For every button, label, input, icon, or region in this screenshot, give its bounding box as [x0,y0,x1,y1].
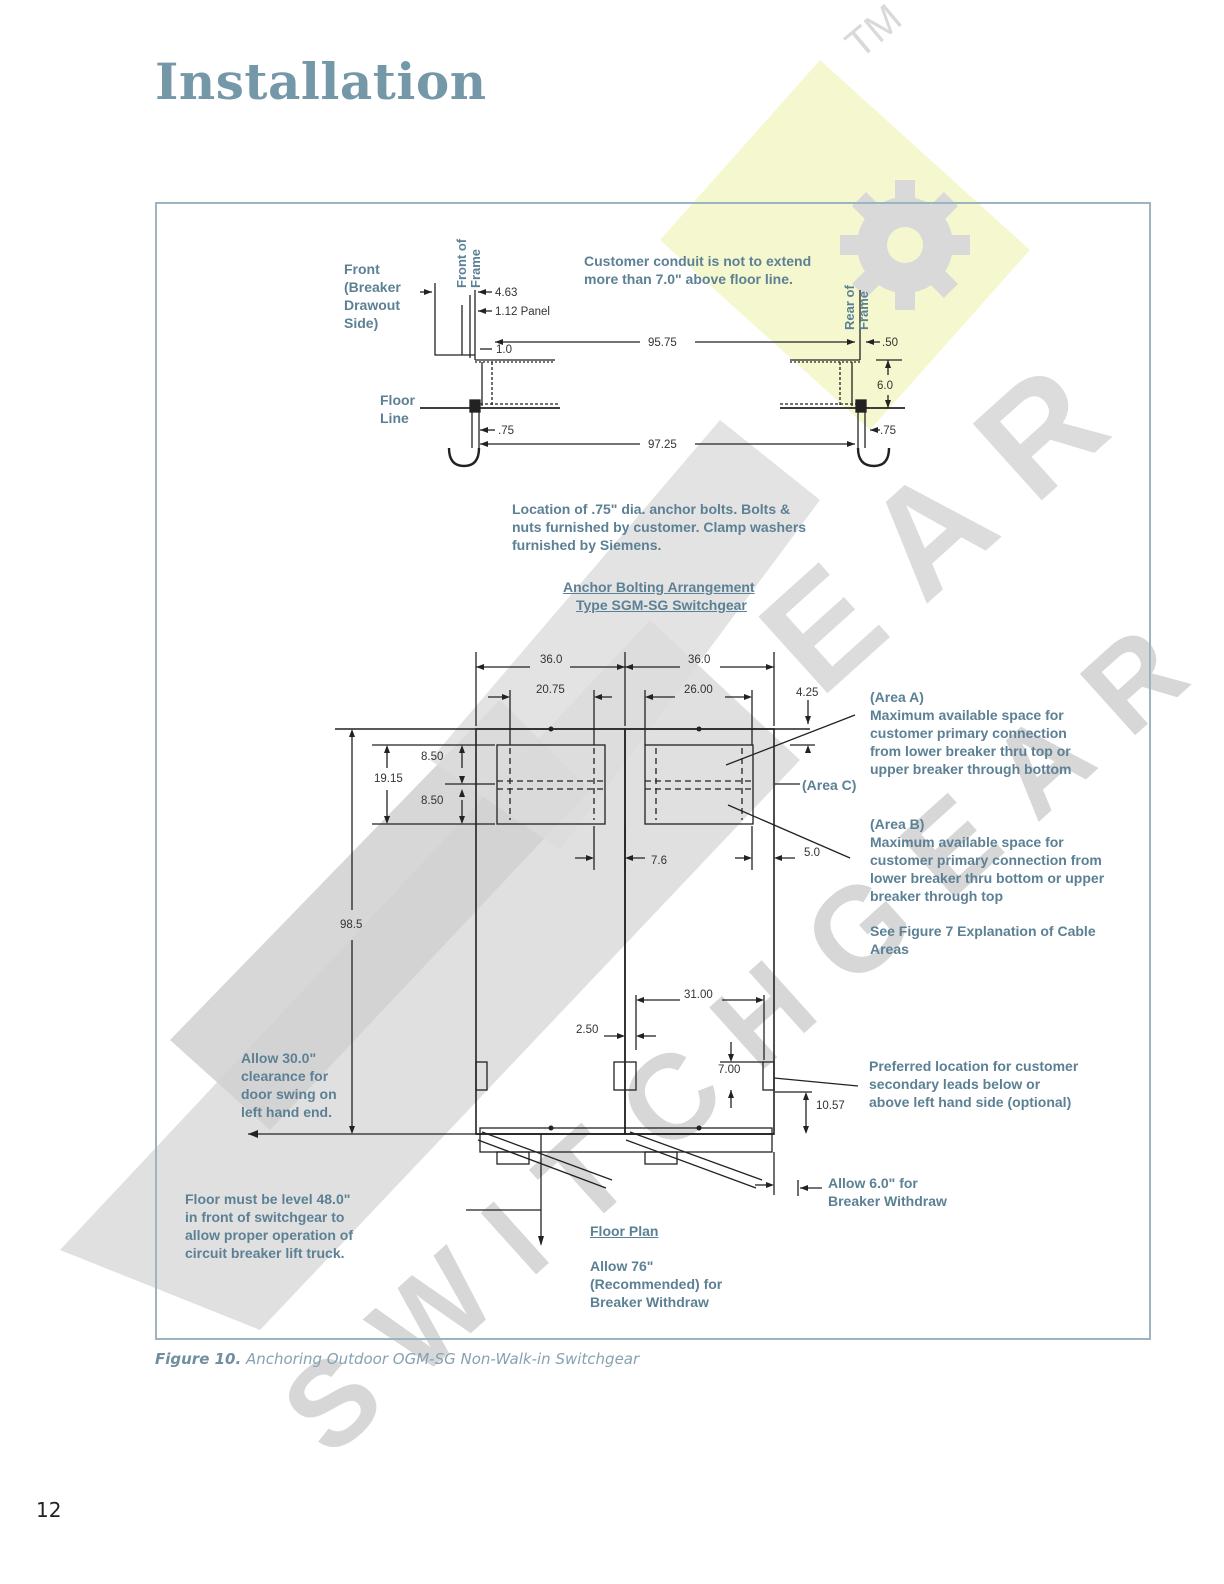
withdraw-note: Allow 6.0" for Breaker Withdraw [828,1175,947,1209]
floor-level-note: Floor must be level 48.0" in front of sw… [185,1191,354,1261]
front-label: Front (Breaker Drawout Side) [344,261,401,331]
front-panel-outline [434,283,475,356]
rear-of-frame-label: Rear of Frame [842,285,871,330]
figure-caption: Figure 10. Anchoring Outdoor OGM-SG Non-… [155,1350,639,1368]
floor-line-label: Floor Line [380,392,415,426]
anchor-heading-line2: Type SGM-SG Switchgear [576,597,747,613]
dim-10-57: 10.57 [816,1100,845,1112]
area-box-left [496,744,606,825]
dim-7-00: 7.00 [718,1064,740,1076]
dim-1-0: 1.0 [496,344,512,356]
dim-4-63: 4.63 [495,287,517,299]
dim-31-00: 31.00 [684,989,713,1001]
bolt-note: Location of .75" dia. anchor bolts. Bolt… [512,501,807,553]
dim-6-0: 6.0 [877,380,893,392]
floor-plan-heading: Floor Plan [590,1223,659,1239]
dim-97-25: 97.25 [648,439,677,451]
caption-text: Anchoring Outdoor OGM-SG Non-Walk-in Swi… [245,1350,640,1368]
dim-1-12-panel: 1.12 Panel [495,306,550,318]
right-cubicle [624,728,775,1135]
secondary-leads-note: Preferred location for customer secondar… [869,1058,1079,1110]
area-c-label: (Area C) [802,777,857,793]
area-a-note: (Area A) Maximum available space for cus… [870,689,1072,777]
dim-4-25: 4.25 [796,687,818,699]
caption-label: Figure 10. [155,1350,242,1368]
rear-anchor-hook [856,447,891,468]
see-figure-note: See Figure 7 Explanation of Cable Areas [870,923,1096,957]
area-box-right [644,744,754,825]
conduit-note: Customer conduit is not to extend more t… [584,253,812,287]
dim-98-5: 98.5 [340,919,362,931]
dim-36-0-right: 36.0 [688,654,710,666]
dim-8-50-bottom: 8.50 [421,795,443,807]
left-cubicle [475,728,626,1135]
dim-0-75-rear: .75 [880,425,896,437]
front-of-frame-label: Front of Frame [454,238,483,288]
dim-20-75: 20.75 [536,684,565,696]
anchor-heading-line1: Anchor Bolting Arrangement [563,579,755,595]
dim-8-50-top: 8.50 [421,751,443,763]
dim-0-75-front: .75 [498,425,514,437]
dim-95-75: 95.75 [648,337,677,349]
dim-7-6: 7.6 [651,855,667,867]
dim-26-00: 26.00 [684,684,713,696]
recommend-note: Allow 76" (Recommended) for Breaker With… [590,1258,723,1310]
page-title: Installation [155,52,487,111]
front-anchor-hook [447,447,481,468]
dim-36-0-left: 36.0 [540,654,562,666]
area-b-note: (Area B) Maximum available space for cus… [870,816,1105,904]
dim-5-0: 5.0 [804,847,820,859]
dim-19-15: 19.15 [374,773,403,785]
dim-2-50: 2.50 [576,1024,598,1036]
figure-frame [155,202,1151,1340]
clearance-note: Allow 30.0" clearance for door swing on … [241,1050,337,1120]
page-number: 12 [36,1498,62,1522]
dim-0-50: .50 [882,337,898,349]
